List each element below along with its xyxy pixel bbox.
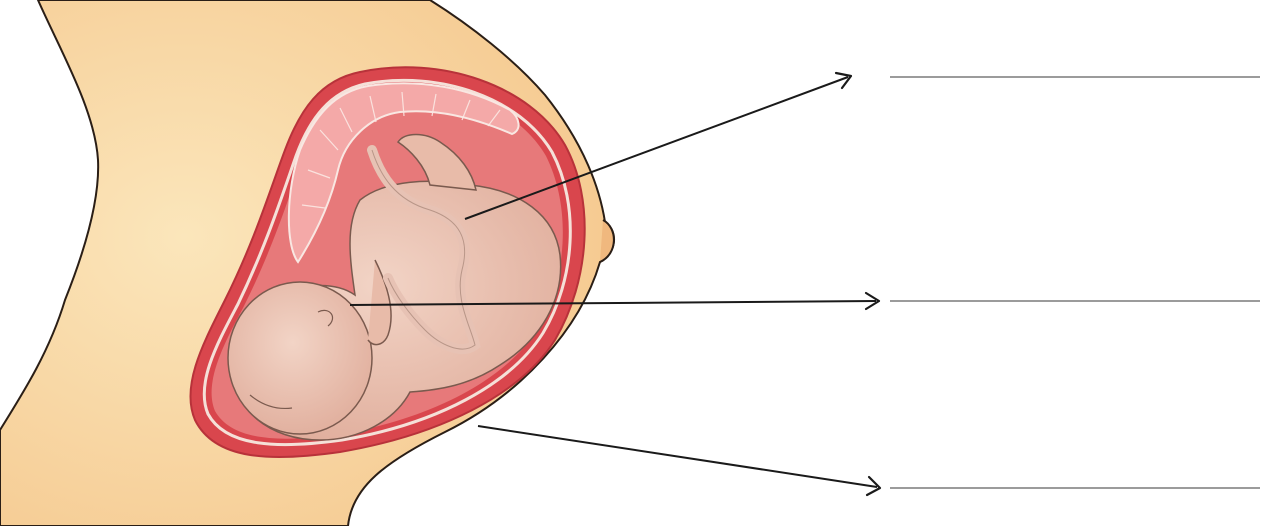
pointer-uterus (478, 426, 877, 487)
